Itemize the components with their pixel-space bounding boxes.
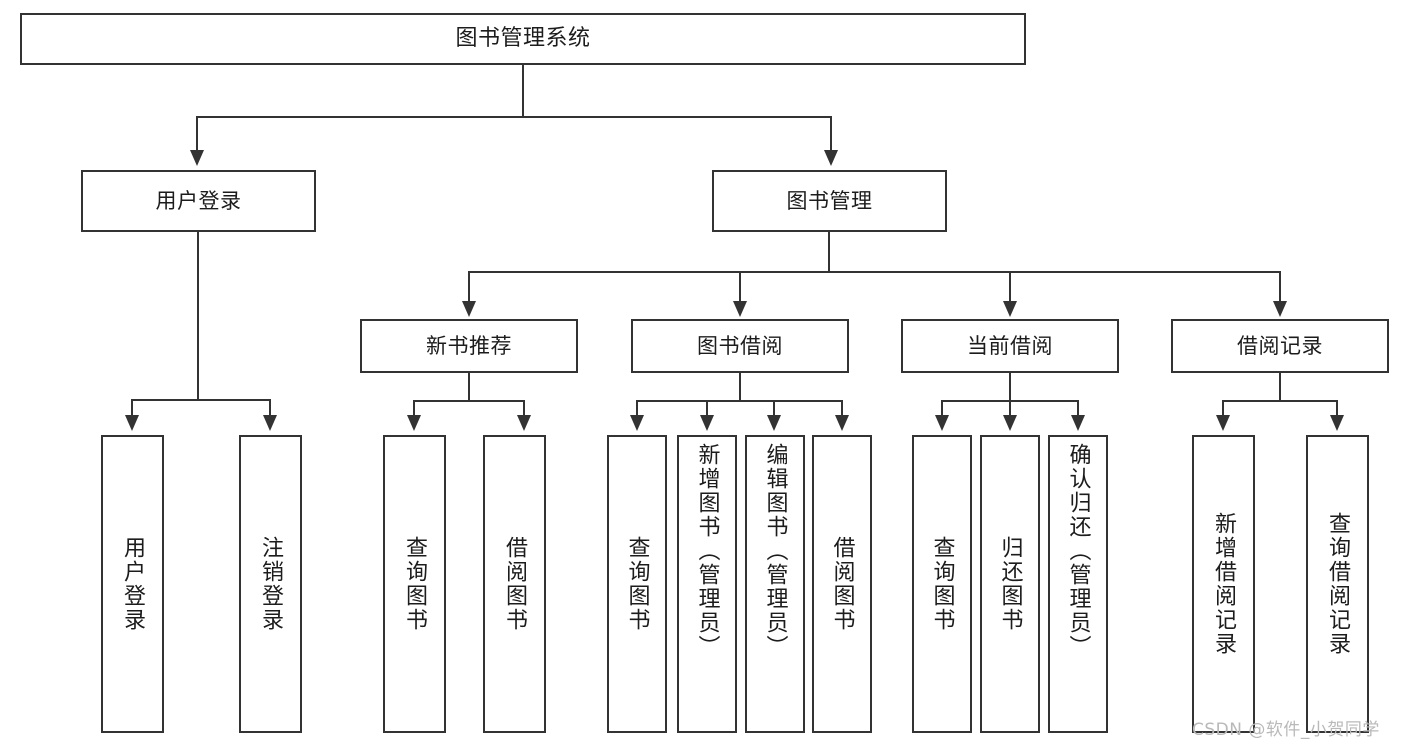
leaf-logout[interactable]: 注销登录 xyxy=(239,435,302,733)
leaf-label: 查询图书 xyxy=(929,536,955,632)
connector-user-login-drop-1 xyxy=(131,399,133,417)
node-label: 当前借阅 xyxy=(967,333,1053,358)
connector-book-borrow-stem xyxy=(739,373,741,401)
arrowhead-leaf-user-login xyxy=(125,415,139,431)
node-label: 用户登录 xyxy=(155,188,242,213)
leaf-nb-query-book[interactable]: 查询图书 xyxy=(383,435,446,733)
arrowhead-borrow-record xyxy=(1273,301,1287,317)
connector-bb-drop-2 xyxy=(706,400,708,417)
connector-br-drop-2 xyxy=(1336,400,1338,417)
arrowhead-book-manage xyxy=(824,150,838,166)
connector-new-book-drop-2 xyxy=(523,400,525,417)
leaf-label: 新增借阅记录 xyxy=(1211,512,1237,656)
node-label: 借阅记录 xyxy=(1237,333,1323,358)
leaf-bb-borrow-book[interactable]: 借阅图书 xyxy=(812,435,872,733)
leaf-label: 归还图书 xyxy=(997,536,1023,632)
connector-new-book-bus xyxy=(413,400,525,402)
arrowhead-nb-query-book xyxy=(407,415,421,431)
connector-root-to-book-manage xyxy=(830,116,832,152)
leaf-br-query-record[interactable]: 查询借阅记录 xyxy=(1306,435,1369,733)
leaf-br-add-record[interactable]: 新增借阅记录 xyxy=(1192,435,1255,733)
connector-to-current-borrow xyxy=(1009,271,1011,303)
connector-current-borrow-stem xyxy=(1009,373,1011,401)
connector-new-book-drop-1 xyxy=(413,400,415,417)
arrowhead-user-login xyxy=(190,150,204,166)
leaf-label: 查询借阅记录 xyxy=(1325,512,1351,656)
leaf-label: 编辑图书（管理员） xyxy=(762,443,788,659)
connector-new-book-stem xyxy=(468,373,470,401)
connector-bb-drop-3 xyxy=(773,400,775,417)
node-new-book-recommend[interactable]: 新书推荐 xyxy=(360,319,578,373)
leaf-bb-query-book[interactable]: 查询图书 xyxy=(607,435,667,733)
node-label: 图书借阅 xyxy=(697,333,783,358)
connector-user-login-bus xyxy=(131,399,271,401)
leaf-nb-borrow-book[interactable]: 借阅图书 xyxy=(483,435,546,733)
node-current-borrow[interactable]: 当前借阅 xyxy=(901,319,1119,373)
node-borrow-record[interactable]: 借阅记录 xyxy=(1171,319,1389,373)
leaf-label: 查询图书 xyxy=(402,536,428,632)
arrowhead-leaf-logout xyxy=(263,415,277,431)
leaf-bb-edit-book[interactable]: 编辑图书（管理员） xyxy=(745,435,805,733)
connector-to-book-borrow xyxy=(739,271,741,303)
leaf-label: 查询图书 xyxy=(624,536,650,632)
connector-root-stem xyxy=(522,65,524,117)
arrowhead-cb-return-book xyxy=(1003,415,1017,431)
arrowhead-bb-borrow-book xyxy=(835,415,849,431)
arrowhead-cb-confirm-return xyxy=(1071,415,1085,431)
arrowhead-bb-query-book xyxy=(630,415,644,431)
node-user-login[interactable]: 用户登录 xyxy=(81,170,316,232)
connector-user-login-stem xyxy=(197,232,199,400)
leaf-label: 用户登录 xyxy=(120,536,146,632)
arrowhead-nb-borrow-book xyxy=(517,415,531,431)
arrowhead-br-query-record xyxy=(1330,415,1344,431)
leaf-label: 注销登录 xyxy=(258,536,284,632)
arrowhead-bb-add-book xyxy=(700,415,714,431)
node-book-borrow[interactable]: 图书借阅 xyxy=(631,319,849,373)
connector-cb-drop-1 xyxy=(941,400,943,417)
leaf-cb-return-book[interactable]: 归还图书 xyxy=(980,435,1040,733)
arrowhead-current-borrow xyxy=(1003,301,1017,317)
connector-book-borrow-bus xyxy=(636,400,842,402)
connector-bb-drop-1 xyxy=(636,400,638,417)
leaf-label: 借阅图书 xyxy=(829,536,855,632)
connector-br-drop-1 xyxy=(1222,400,1224,417)
arrowhead-book-borrow xyxy=(733,301,747,317)
csdn-watermark: CSDN @软件_小贺同学 xyxy=(1192,720,1380,740)
leaf-label: 借阅图书 xyxy=(502,536,528,632)
connector-root-to-user-login xyxy=(196,116,198,152)
arrowhead-br-add-record xyxy=(1216,415,1230,431)
connector-cb-drop-2 xyxy=(1009,400,1011,417)
arrowhead-cb-query-book xyxy=(935,415,949,431)
connector-cb-drop-3 xyxy=(1077,400,1079,417)
leaf-user-login[interactable]: 用户登录 xyxy=(101,435,164,733)
connector-user-login-drop-2 xyxy=(269,399,271,417)
connector-to-new-book xyxy=(468,271,470,303)
node-label: 新书推荐 xyxy=(426,333,512,358)
leaf-bb-add-book[interactable]: 新增图书（管理员） xyxy=(677,435,737,733)
connector-bb-drop-4 xyxy=(841,400,843,417)
connector-root-bus xyxy=(196,116,832,118)
connector-to-borrow-record xyxy=(1279,271,1281,303)
connector-borrow-record-stem xyxy=(1279,373,1281,401)
arrowhead-new-book xyxy=(462,301,476,317)
connector-book-manage-stem xyxy=(828,232,830,272)
arrowhead-bb-edit-book xyxy=(767,415,781,431)
leaf-label: 确认归还（管理员） xyxy=(1065,443,1091,659)
connector-borrow-record-bus xyxy=(1222,400,1338,402)
node-label: 图书管理系统 xyxy=(455,26,591,52)
connector-book-manage-bus xyxy=(468,271,1280,273)
node-label: 图书管理 xyxy=(786,188,873,213)
leaf-cb-query-book[interactable]: 查询图书 xyxy=(912,435,972,733)
leaf-label: 新增图书（管理员） xyxy=(694,443,720,659)
leaf-cb-confirm-return[interactable]: 确认归还（管理员） xyxy=(1048,435,1108,733)
node-book-management[interactable]: 图书管理 xyxy=(712,170,947,232)
node-root-system[interactable]: 图书管理系统 xyxy=(20,13,1026,65)
